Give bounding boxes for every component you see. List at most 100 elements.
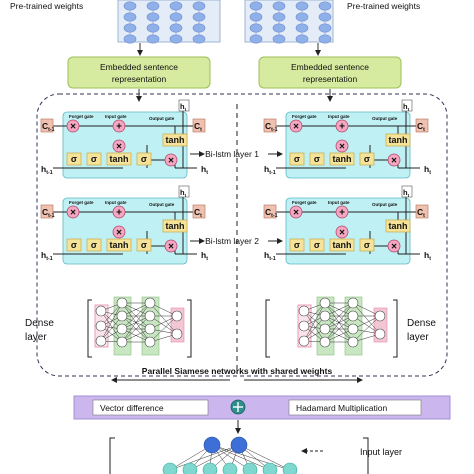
input-gate-label: Input gate [105,200,127,205]
hidden-top-label: ht [403,102,410,112]
hadamard-label: Hadamard Multiplication [296,403,387,413]
state-tanh-gate [385,219,411,233]
dense-edge [100,310,123,343]
dense-node [319,336,331,348]
output-sigma-gate [136,152,152,166]
forget-mult-op [66,205,80,219]
weight-node [123,1,137,11]
output-edge [211,444,271,471]
dense-node [347,336,359,348]
dense-edge [149,315,178,335]
weight-node [249,1,263,11]
candidate-tanh-gate [106,238,132,252]
forget-mult-op [289,119,303,133]
output-gate-label: Output gate [372,202,398,207]
input-mult-op [335,139,349,153]
weight-node [169,34,183,44]
right-dense-label-line2: layer [407,332,429,343]
cell-state-in [40,204,54,219]
dense-node [116,336,128,348]
input-layer-legend: Input layer [360,447,402,457]
forget-sigma-gate [66,238,82,252]
output-node-teal [202,462,218,474]
output-mult-op-symbol: × [168,242,174,253]
weight-node [146,34,160,44]
input-mult-op [112,139,126,153]
weight-node [272,12,286,22]
state-add-op-symbol: + [116,208,122,219]
forget-gate-label: Forget gate [292,114,317,119]
state-add-op [112,119,126,133]
hidden-in-label: ht-1 [264,164,276,176]
hidden-out-label: ht [424,164,431,176]
dense-node [319,323,331,335]
output-node-teal [222,462,238,474]
input-mult-op-symbol: × [116,228,122,239]
output-node-blue [203,436,221,454]
cell-state-out [415,118,429,133]
cell-state-out-text: Ct [417,121,425,133]
forget-gate-label: Forget gate [69,114,94,119]
state-add-op [112,205,126,219]
hidden-top-box [401,99,413,112]
output-gate-label: Output gate [372,116,398,121]
dense-edge [324,315,354,343]
hidden-top-box [401,185,413,198]
weight-node [123,34,137,44]
left-dense-label-line1: Dense [25,318,54,329]
siamese-network-frame [36,93,448,377]
hidden-out-label: ht [201,250,208,262]
weight-node [295,23,309,33]
dense-edge [121,302,151,330]
siamese-caption: Parallel Siamese networks with shared we… [142,366,333,376]
output-sigma-gate [359,238,375,252]
right-dense-bracket-outer [393,299,398,358]
cell-state-out-text: Ct [417,207,425,219]
dense-edge [303,302,326,342]
input-gate-label: Input gate [105,114,127,119]
forget-mult-op-symbol: × [293,122,299,133]
right-dense-network [297,296,388,356]
bilstm-layer-1-label: Bi-lstm layer 1 [205,149,259,159]
state-tanh-gate [385,133,411,147]
output-node-teal [282,462,298,474]
candidate-tanh-gate-label: tanh [110,240,129,250]
forget-sigma-gate-label: σ [71,154,77,164]
right-weights-label: Pre-trained weights [347,1,420,11]
dense-node [374,328,386,340]
input-mult-op-symbol: × [116,142,122,153]
dense-node [319,310,331,322]
hidden-top-label: ht [180,188,187,198]
dense-node [347,310,359,322]
right-dense-bracket-inner [265,299,270,358]
dense-node [95,335,107,347]
state-tanh-label: tanh [389,221,408,231]
output-sigma-gate-label: σ [364,240,370,250]
weight-node [272,34,286,44]
dense-edge [324,302,354,330]
input-mult-op-symbol: × [339,228,345,239]
hidden-top-box [178,185,190,198]
output-node-teal [262,462,278,474]
dense-node [116,297,128,309]
dense-node [144,310,156,322]
dense-node [144,323,156,335]
state-tanh-gate [162,133,188,147]
output-edge [238,444,291,471]
dense-node [116,323,128,335]
weight-node [249,34,263,44]
candidate-tanh-gate [106,152,132,166]
right-embedding-box [258,56,402,89]
forget-mult-op [289,205,303,219]
output-edge [211,444,291,471]
dense-edge [352,315,381,343]
forget-mult-op-symbol: × [70,122,76,133]
output-node-teal [242,462,258,474]
vector-difference-box [92,399,209,416]
state-add-op [335,119,349,133]
input-sigma-gate [309,238,325,252]
left-embedding-line2: representation [112,74,167,84]
input-mult-op [335,225,349,239]
